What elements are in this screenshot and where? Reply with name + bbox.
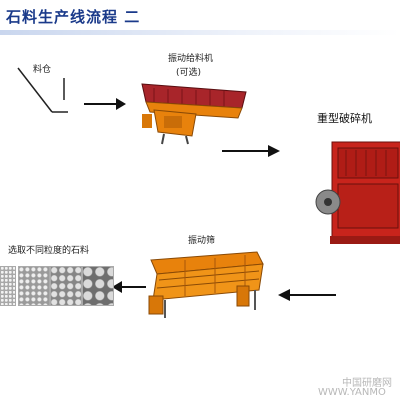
vibrating-feeder-icon (141, 83, 247, 145)
crusher-label: 重型破碎机 (317, 112, 372, 125)
feeder-label: 振动给料机 (168, 54, 214, 64)
stone-sample-large (82, 266, 114, 306)
screen-label: 振动筛 (188, 236, 216, 246)
feeder-note: (可选) (176, 68, 202, 78)
watermark-line1: 中国研磨网 (342, 378, 392, 389)
stone-sample-medium (50, 266, 82, 306)
stone-sample-small (18, 266, 50, 306)
heavy-crusher-icon (315, 141, 400, 244)
title-underline (0, 30, 400, 35)
watermark-line2: WWW.YANMO (318, 387, 386, 398)
output-label: 选取不同粒度的石料 (8, 246, 90, 256)
arrow-to-crusher (222, 145, 280, 157)
arrow-to-screen (278, 289, 336, 301)
hopper-icon (17, 67, 68, 113)
vibrating-screen-icon (148, 251, 264, 318)
page-title: 石料生产线流程 二 (6, 8, 141, 26)
arrow-to-feeder (84, 98, 126, 110)
arrow-to-output (112, 281, 146, 293)
hopper-label: 料仓 (33, 65, 52, 75)
stone-sample-fine (0, 266, 16, 306)
